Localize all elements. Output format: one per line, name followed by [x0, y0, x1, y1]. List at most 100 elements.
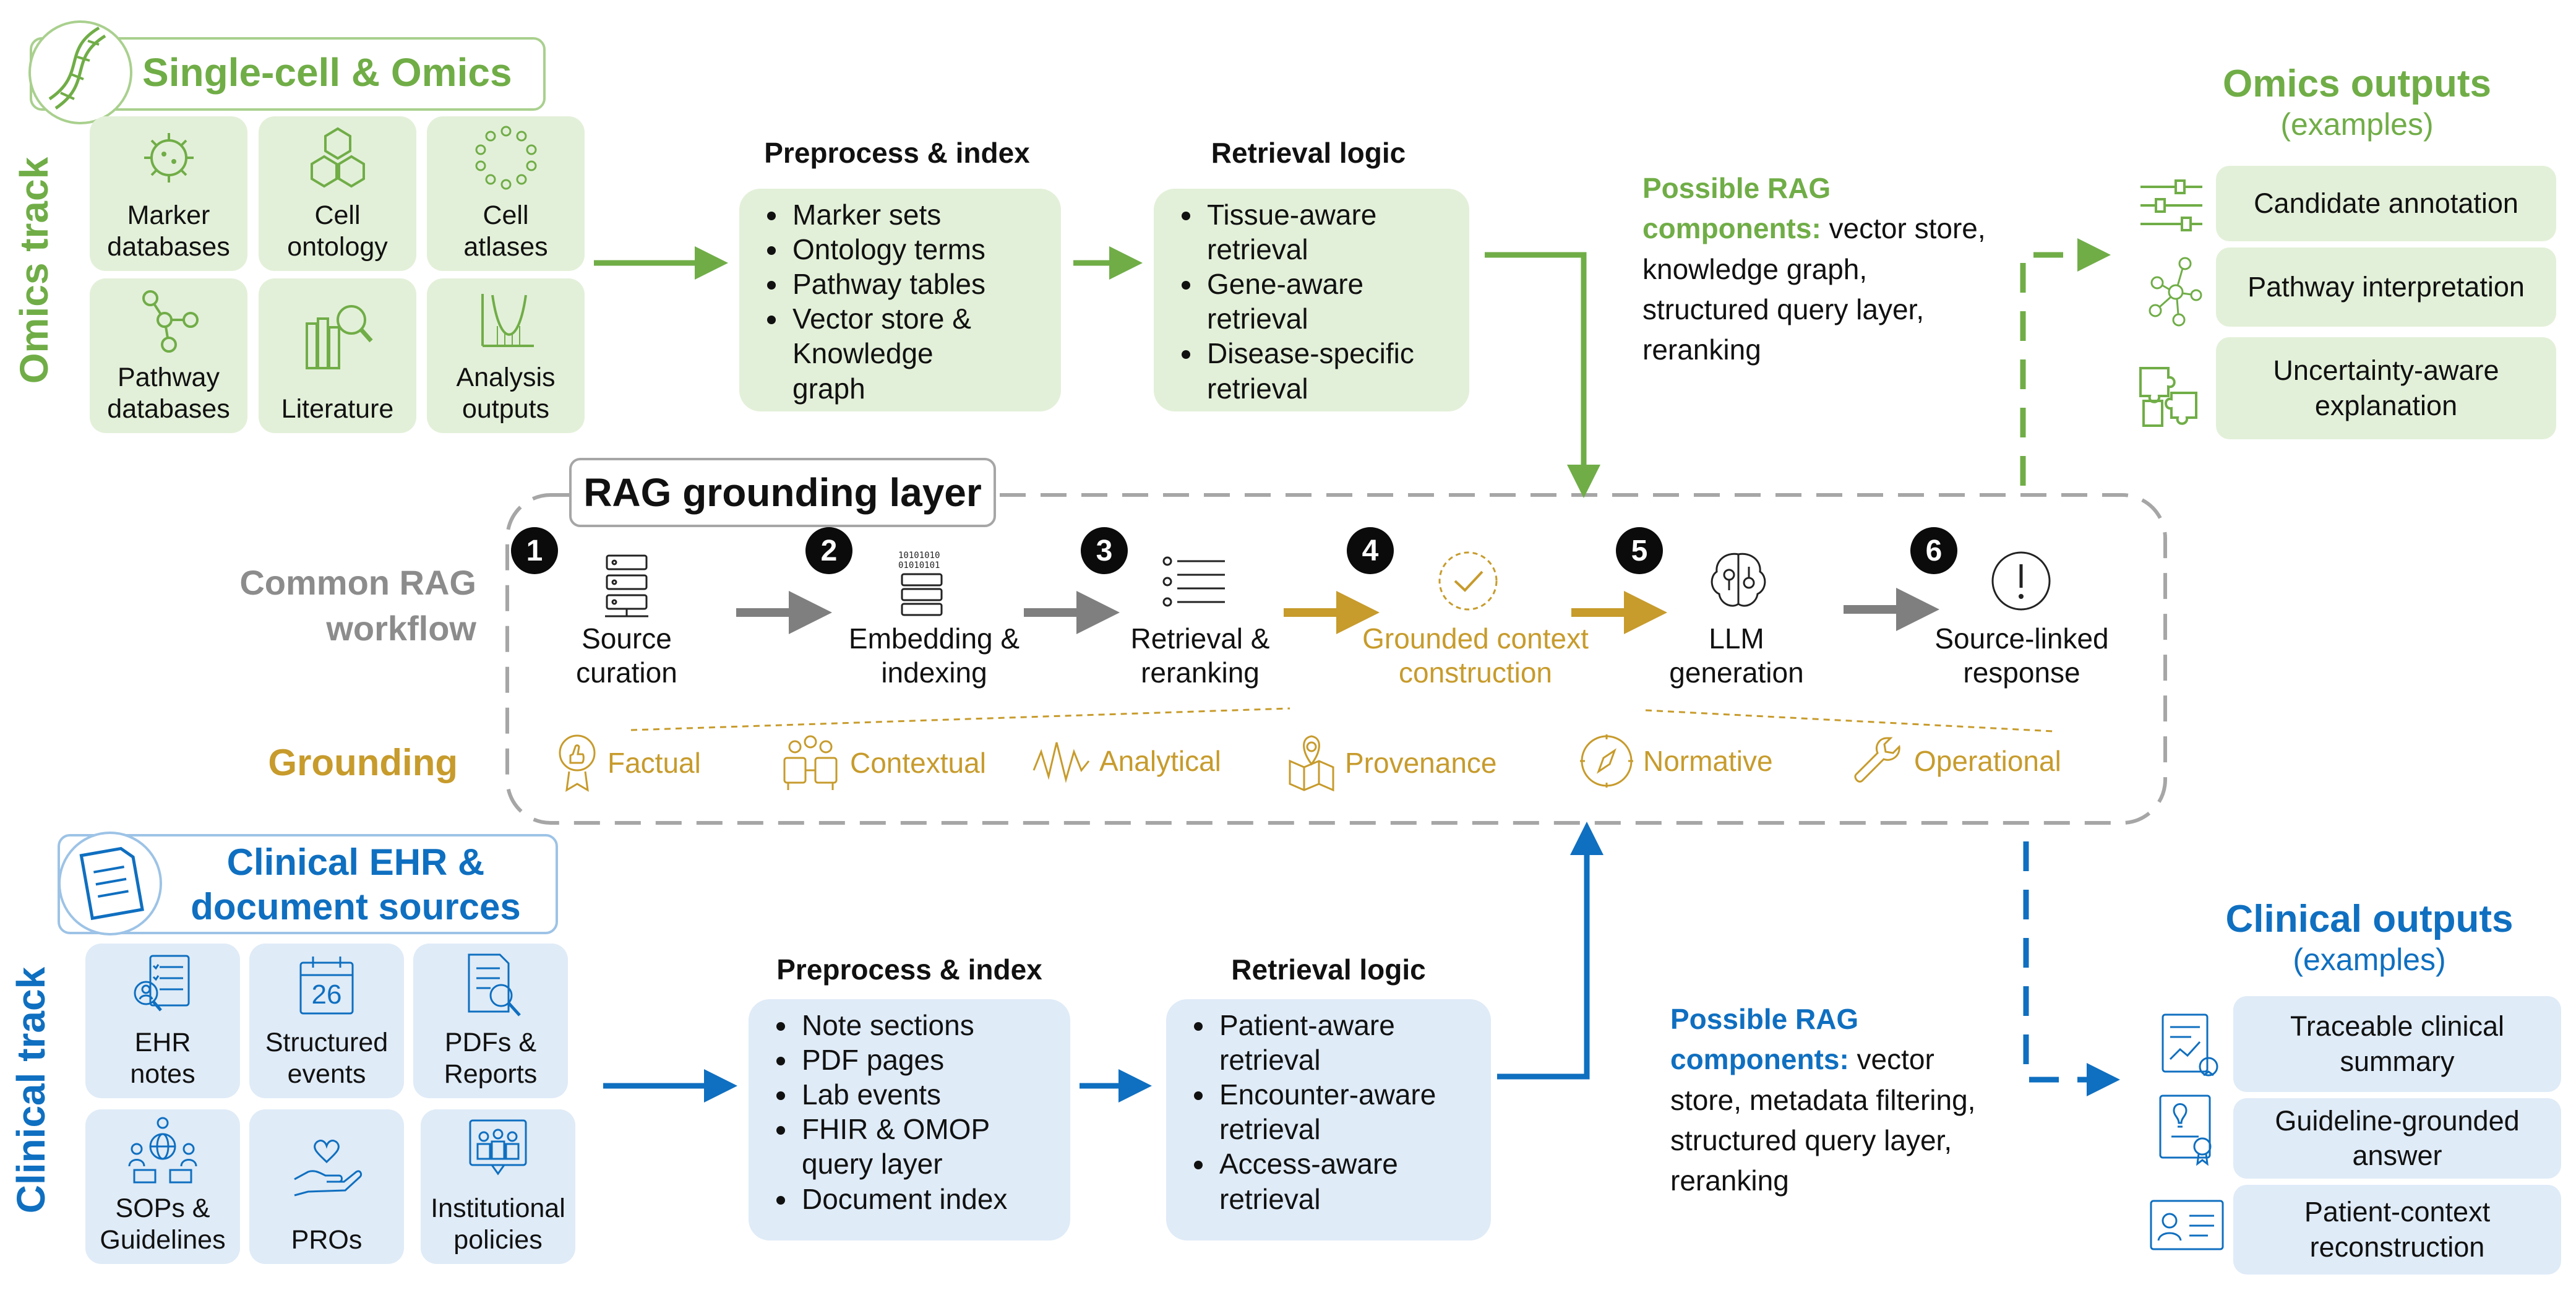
calendar-icon: 26 — [298, 954, 355, 1016]
clinical-preprocess-title: Preprocess & index — [776, 953, 1042, 986]
team-globe-icon — [128, 1117, 197, 1184]
tile-label: PROs — [291, 1225, 363, 1255]
step-label-2: Embedding & indexing — [817, 622, 1052, 690]
workflow-label: Common RAG workflow — [204, 560, 476, 651]
step-label-line: Grounded context — [1362, 622, 1589, 655]
source-tile-pathway-databases: Pathway databases — [90, 278, 247, 433]
source-tile-analysis-outputs: Analysis outputs — [427, 278, 585, 433]
omics-retrieval-title: Retrieval logic — [1211, 137, 1406, 169]
step-label-line: construction — [1398, 656, 1552, 689]
step-label-1: Source curation — [509, 622, 744, 690]
list-item: Tissue-aware retrieval — [1203, 197, 1405, 267]
source-tile-cell-ontology: Cell ontology — [259, 116, 416, 271]
pathway-network-icon — [2149, 257, 2202, 327]
list-item: Document index — [798, 1182, 1058, 1216]
step-number-5: 5 — [1616, 527, 1663, 574]
clinical-section-header: Clinical EHR & document sources — [170, 840, 541, 929]
network-icon — [142, 290, 199, 353]
meeting-icon — [783, 735, 838, 790]
tile-label: Cell atlases — [463, 200, 548, 262]
step-label-line: Retrieval & — [1130, 622, 1270, 655]
tile-label: Structured events — [265, 1027, 389, 1090]
server-stack-icon — [605, 554, 648, 617]
list-item: Pathway tables — [789, 267, 1049, 301]
grounding-guide-left — [630, 707, 1290, 731]
alert-circle-icon — [1991, 551, 2051, 611]
step-label-5: LLM generation — [1619, 622, 1854, 690]
svg-text:10101010: 10101010 — [898, 551, 940, 561]
tile-label: Pathway databases — [107, 362, 230, 424]
omics-outputs-title: Omics outputs — [2222, 62, 2492, 105]
list-icon — [1162, 556, 1225, 607]
source-tile-ehr-notes: EHR notes — [85, 944, 240, 1098]
sliders-icon — [2140, 179, 2202, 231]
compass-icon — [1580, 734, 1633, 788]
clinical-rag-components: Possible RAG components: vector store, m… — [1670, 999, 2041, 1202]
source-tile-sops-guidelines: SOPs & Guidelines — [85, 1109, 240, 1264]
dna-icon — [28, 20, 132, 124]
step-number-2: 2 — [805, 527, 852, 574]
svg-text:01010101: 01010101 — [898, 561, 940, 570]
grounding-label-text: Analytical — [1099, 745, 1221, 777]
components-text: structured query layer, — [1670, 1124, 1952, 1156]
dot-ring-icon — [475, 126, 536, 190]
tile-label: Analysis outputs — [456, 362, 556, 424]
list-item: Note sections — [798, 1008, 1058, 1043]
certificate-icon — [2159, 1094, 2212, 1166]
waveform-icon — [1033, 742, 1090, 783]
step-label-6: Source-linked response — [1904, 622, 2139, 690]
list-item: Encounter-aware retrieval — [1216, 1077, 1454, 1146]
components-text: vector — [1848, 1043, 1934, 1076]
virus-icon — [144, 133, 194, 183]
step-label-line: Source-linked — [1934, 622, 2109, 655]
grounding-contextual: Contextual — [779, 733, 986, 792]
id-card-icon — [2150, 1200, 2224, 1250]
grounding-normative: Normative — [1579, 733, 1773, 789]
clinical-arrow-rag-outputs — [2023, 841, 2120, 1096]
grounding-label-text: Factual — [608, 746, 701, 779]
document-icon — [58, 832, 162, 935]
puzzle-icon — [2139, 367, 2197, 427]
list-item: PDF pages — [798, 1043, 1058, 1077]
output-candidate-annotation: Candidate annotation — [2216, 166, 2556, 241]
clinical-arrow-retrieval-rag — [1497, 822, 1604, 1080]
workflow-label-line: workflow — [326, 608, 476, 648]
step-number-1: 1 — [511, 527, 558, 574]
badge-thumbs-up-icon — [559, 734, 596, 792]
source-tile-cell-atlases: Cell atlases — [427, 116, 585, 271]
omics-arrow-retrieval-rag — [1485, 252, 1600, 498]
output-pathway-interpretation: Pathway interpretation — [2216, 247, 2556, 327]
report-chart-icon — [2162, 1013, 2218, 1077]
step-number-4: 4 — [1347, 527, 1394, 574]
grounding-label-text: Normative — [1643, 745, 1773, 777]
output-guideline-answer: Guideline-grounded answer — [2233, 1098, 2561, 1179]
step-label-line: indexing — [881, 656, 987, 689]
tile-label: Literature — [281, 394, 394, 424]
clinical-outputs-title: Clinical outputs — [2225, 898, 2514, 940]
list-item: Marker sets — [789, 197, 1049, 232]
step-label-line: response — [1963, 656, 2080, 689]
hexagon-cluster-icon — [310, 127, 365, 188]
clinical-retrieval-panel: Patient-aware retrieval Encounter-aware … — [1166, 999, 1491, 1241]
check-circle-icon — [1438, 551, 1498, 611]
source-tile-marker-databases: Marker databases — [90, 116, 247, 271]
list-item: FHIR & OMOP query layer — [798, 1112, 1006, 1181]
source-tile-pros: PROs — [249, 1109, 404, 1264]
rag-layer-border — [505, 493, 2167, 825]
tile-label: PDFs & Reports — [444, 1027, 538, 1090]
list-item: Ontology terms — [789, 232, 1049, 267]
rag-layer-title: RAG grounding layer — [569, 458, 996, 527]
step-label-line: LLM — [1709, 622, 1764, 655]
list-item: Vector store & Knowledge graph — [789, 301, 997, 405]
step-label-line: Embedding & — [848, 622, 1020, 655]
grounding-guide-right — [1645, 709, 2054, 733]
source-tile-pdfs-reports: PDFs & Reports — [413, 944, 568, 1098]
list-item: Patient-aware retrieval — [1216, 1008, 1423, 1077]
output-traceable-summary: Traceable clinical summary — [2233, 996, 2561, 1092]
calendar-date: 26 — [311, 979, 342, 1010]
clinical-track-label: Clinical track — [9, 966, 53, 1214]
step-number-6: 6 — [1910, 527, 1957, 574]
source-tile-structured-events: 26 Structured events — [249, 944, 404, 1098]
